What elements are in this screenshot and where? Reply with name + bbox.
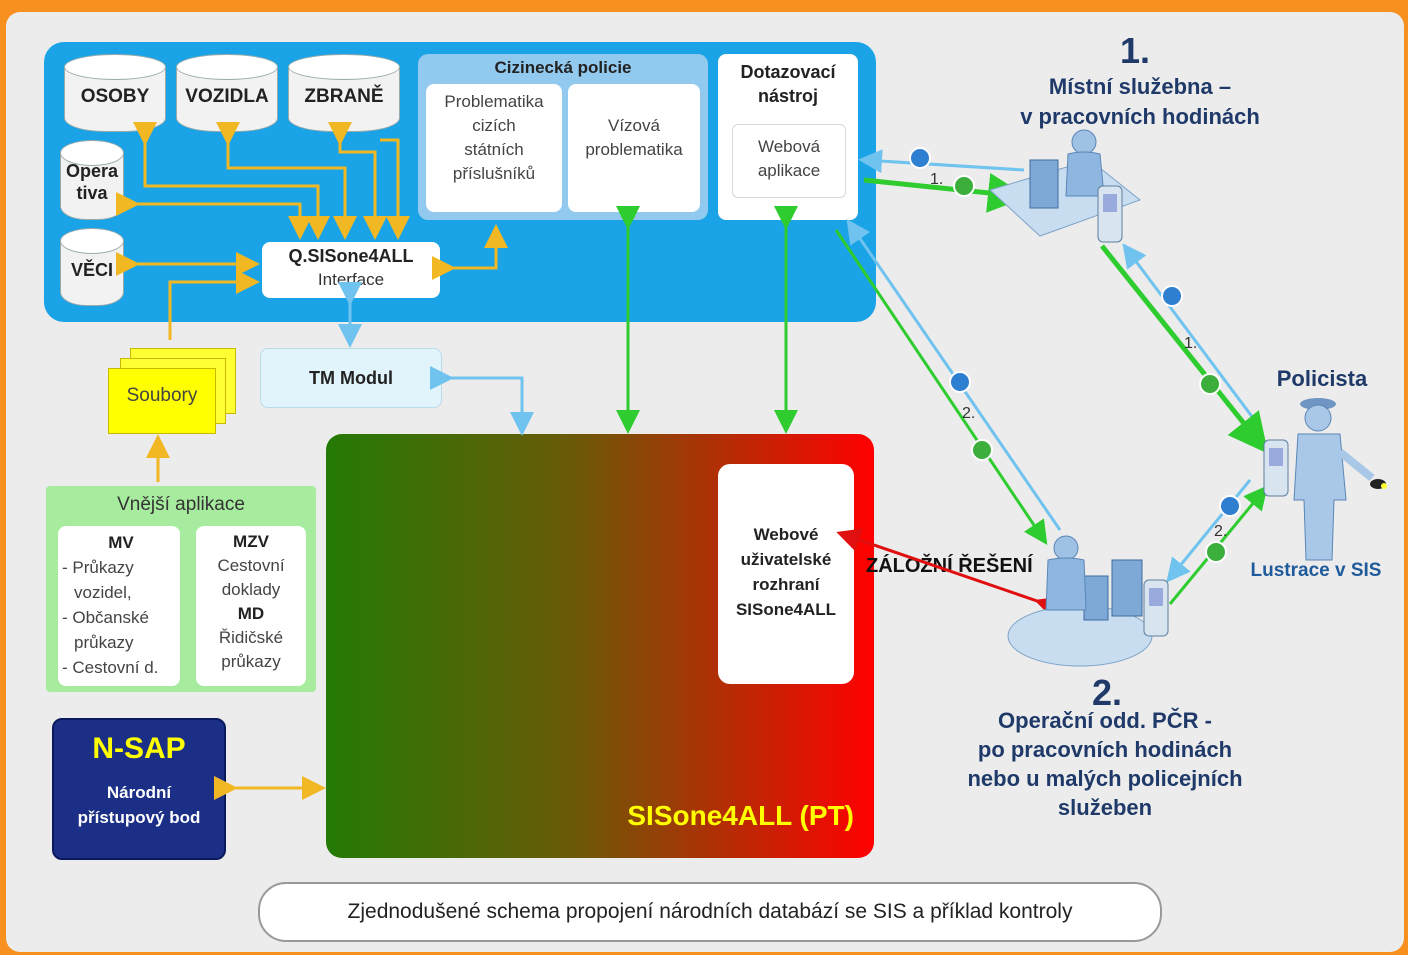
cizinecka-box2-line2: problematika [585,140,683,159]
mv-line2: vozidel, [74,583,132,602]
cizinecka-box1-line1: Problematika [444,92,544,111]
red-arrows [836,528,1061,620]
site1-number: 1. [1119,30,1151,71]
webove-rozhrani-box: Webové uživatelské rozhraní SISone4ALL [718,464,854,684]
green-arrows [616,173,1269,605]
orange-interface-arrows [116,122,508,800]
md-line1: Řidičské [218,628,284,647]
md-line2: průkazy [221,652,281,671]
lustrace-label: Lustrace v SIS [1250,560,1382,581]
workstation-1-illustration [989,129,1142,243]
db-veci: VĚCI [60,228,124,306]
nsap-line2: přístupový bod [77,808,201,827]
policista-label: Policista [1276,366,1368,391]
webove-rozhrani-line3: rozhraní [752,575,820,594]
soubory-files: Soubory [108,368,216,434]
db-vozidla: VOZIDLA [176,54,278,132]
webova-aplikace-line1: Webová [757,137,821,156]
db-vozidla-label: VOZIDLA [185,86,269,107]
site1-title: Místní služebna – v pracovních hodinách [960,72,1320,132]
blue-arrows [338,149,1264,583]
site1-line2: v pracovních hodinách [1020,104,1260,129]
vnejsi-mzv-md-box: MZV Cestovní doklady MD Řidičské průkazy [196,526,306,686]
sisone4all-label: SISone4ALL (PT) [627,800,854,831]
db-operativa-label-1: Opera [65,161,119,181]
nsap-box: N-SAP Národní přístupový bod [52,718,226,860]
site1-line1: Místní služebna – [1048,74,1232,99]
mv-title: MV [108,533,134,552]
workstation-2-illustration [1007,535,1169,667]
webove-rozhrani-line2: uživatelské [740,550,832,569]
md-title: MD [237,604,265,623]
cizinecka-policie-title: Cizinecká policie [494,58,632,77]
mv-line1: - Průkazy [62,558,134,577]
mzv-line1: Cestovní [217,556,285,575]
db-operativa: Opera tiva [60,140,124,220]
site2-number: 2. [1091,672,1123,713]
cizinecka-box1-line3: státních [464,140,524,159]
site2-line3: nebo u malých policejních [967,766,1243,791]
step-badges [909,147,1241,563]
soubory-label: Soubory [126,385,198,406]
arrow-label-2a: 2. [962,405,975,422]
mzv-line2: doklady [221,580,281,599]
nsap-title: N-SAP [92,732,186,765]
policeman-illustration [1263,398,1387,561]
mv-line4: průkazy [74,633,134,652]
diagram-caption: Zjednodušené schema propojení národních … [258,882,1162,942]
vnejsi-mv-box: MV - Průkazy vozidel, - Občanské průkazy… [58,526,180,686]
db-veci-label: VĚCI [70,260,113,280]
db-osoby: OSOBY [64,54,166,132]
site2-line4: služeben [1057,795,1153,820]
mv-line3: - Občanské [62,608,149,627]
cizinecka-box-vizova: Vízová problematika [568,84,700,212]
tm-modul-box: TM Modul [260,348,442,408]
interface-line2: Interface [317,270,385,289]
site2-title: Operační odd. PČR - po pracovních hodiná… [930,706,1280,822]
arrow-label-2b: 2. [1214,523,1227,540]
db-operativa-label-2: tiva [76,183,108,203]
nsap-line1: Národní [106,783,172,802]
webove-rozhrani-line4: SISone4ALL [735,600,837,619]
interface-line1: Q.SISone4ALL [288,246,414,266]
db-zbrane-label: ZBRANĚ [304,86,384,107]
tm-modul-label: TM Modul [309,368,393,388]
site2-line2: po pracovních hodinách [977,737,1233,762]
cizinecka-box1-line2: cizích [472,116,516,135]
mzv-title: MZV [233,532,269,551]
dotazovaci-title-1: Dotazovací [740,62,836,82]
arrow-label-1a: 1. [930,171,943,188]
cizinecka-box1-line4: příslušníků [452,164,536,183]
dotazovaci-title-2: nástroj [757,86,818,106]
webova-aplikace-line2: aplikace [757,161,821,180]
mv-line5: - Cestovní d. [62,658,159,677]
cizinecka-box-problematika: Problematika cizích státních příslušníků [426,84,562,212]
vnejsi-aplikace-title: Vnější aplikace [117,494,245,515]
site2-line1: Operační odd. PČR - [998,708,1212,733]
cizinecka-box2-line1: Vízová [608,116,660,135]
arrow-label-1b: 1. [1184,335,1197,352]
webove-rozhrani-line1: Webové [753,525,819,544]
db-osoby-label: OSOBY [80,86,150,107]
webova-aplikace-box: Webová aplikace [732,124,846,198]
